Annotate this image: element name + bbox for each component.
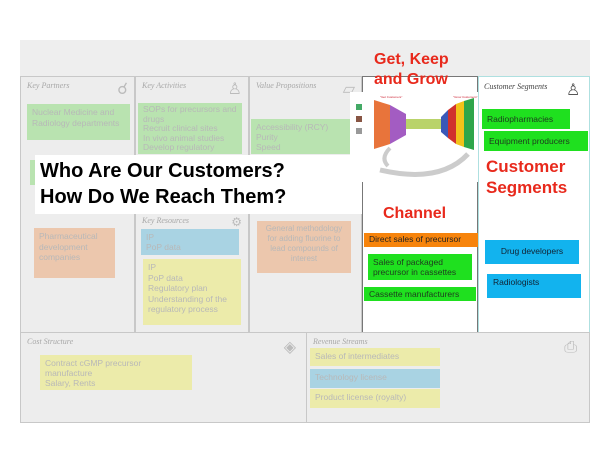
- segment-note: Equipment producers: [484, 131, 588, 151]
- cash-register-icon: ⎙: [564, 339, 577, 356]
- revenue-streams-title: Revenue Streams: [313, 337, 368, 346]
- price-tag-icon: ◈: [283, 339, 296, 356]
- grow-customers-label: "Grow Customers": [453, 95, 478, 99]
- funnel-keep: [441, 110, 448, 138]
- note: IP PoP data: [141, 229, 239, 255]
- segment-note: Drug developers: [485, 240, 579, 264]
- note: Accessibility (RCY) Purity Speed: [251, 119, 354, 154]
- get-keep-grow-title: Get, Keep and Grow: [374, 51, 449, 88]
- note: Sales of intermediates: [310, 348, 440, 366]
- key-partners-title: Key Partners: [27, 81, 70, 90]
- overlay-line-2: How Do We Reach Them?: [40, 186, 287, 208]
- channel-note: Cassette manufacturers: [364, 287, 476, 301]
- customer-segments-big-label: Customer Segments: [486, 157, 568, 197]
- funnel-grow: [464, 98, 474, 150]
- note: IP PoP data Regulatory plan Understandin…: [143, 259, 241, 325]
- get-keep-grow-diagram: "Get Customers" "Grow Customers": [350, 92, 478, 182]
- note: Pharmaceutical development companies: [34, 228, 115, 278]
- person-working-icon: ♙: [227, 81, 242, 98]
- key-activities-title: Key Activities: [142, 81, 187, 90]
- segment-note: Radiopharmacies: [482, 109, 570, 129]
- overlay-line-1: Who Are Our Customers?: [40, 160, 285, 182]
- note: General methodology for adding fluorine …: [257, 221, 351, 273]
- funnel-retain: [448, 104, 456, 144]
- top-band: [20, 40, 590, 76]
- funnel-upsell: [456, 101, 464, 147]
- note: Technology license: [310, 369, 440, 388]
- get-customers-label: "Get Customers": [380, 95, 402, 99]
- note: SOPs for precursors and drugs Recruit cl…: [138, 103, 242, 154]
- note: Product license (royalty): [310, 389, 440, 408]
- loop-arrow: [379, 152, 470, 177]
- overlay-banner: Who Are Our Customers? How Do We Reach T…: [35, 155, 362, 214]
- channel-note: Sales of packaged precursor in cassettes: [368, 254, 472, 280]
- value-propositions-title: Value Propositions: [256, 81, 317, 90]
- funnel-neck: [406, 119, 441, 129]
- funnel-activate: [390, 105, 406, 144]
- handshake-icon: ☌: [117, 81, 128, 98]
- segment-note: Radiologists: [487, 274, 581, 298]
- channel-title: Channel: [383, 205, 447, 222]
- funnel-acquire: [374, 100, 390, 149]
- person-icon: ♙: [566, 82, 581, 99]
- channel-note: Direct sales of precursor: [364, 233, 479, 247]
- resources-icon: ⚙: [231, 215, 242, 229]
- note: Contract cGMP precursor manufacture Sala…: [40, 355, 192, 390]
- cost-structure-title: Cost Structure: [27, 337, 74, 346]
- note: Nuclear Medicine and Radiology departmen…: [27, 104, 130, 140]
- customer-segments-title: Customer Segments: [484, 82, 548, 91]
- key-resources-title: Key Resources: [142, 216, 190, 225]
